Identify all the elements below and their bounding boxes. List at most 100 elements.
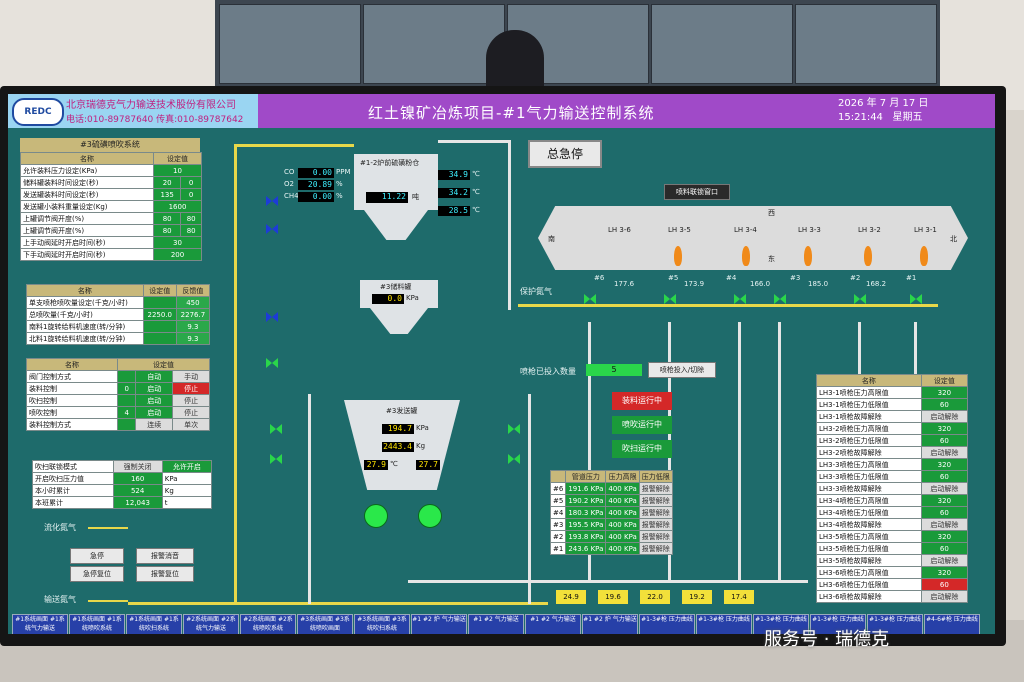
valve-icon[interactable] — [734, 294, 746, 304]
force-close-button[interactable]: 强制关闭 — [112, 460, 163, 473]
valve-icon[interactable] — [270, 454, 282, 464]
nav-button[interactable]: #1 #2 气力输送 — [525, 614, 581, 634]
valve-icon[interactable] — [266, 358, 278, 368]
nav-button[interactable]: #1-3#枪 压力曲线 — [867, 614, 923, 634]
continuous-button[interactable]: 连续 — [135, 418, 174, 431]
table-row[interactable]: LH3-4喷枪故障解除启动解除 — [816, 518, 969, 531]
feeding-interlock-button[interactable]: 喷料联锁窗口 — [664, 184, 730, 200]
alarm-clear-button[interactable]: 报警解除 — [638, 518, 673, 531]
main-gas-pipe — [234, 144, 237, 604]
table-row[interactable]: LH3-5喷枪故障解除启动解除 — [816, 554, 969, 567]
alarm-clear-button[interactable]: 报警解除 — [638, 482, 673, 495]
table-row[interactable]: 允许装料压力设定(KPa)10 — [20, 164, 202, 177]
stop-button[interactable]: 停止 — [172, 382, 210, 395]
table-row[interactable]: LH3-1喷枪故障解除启动解除 — [816, 410, 969, 423]
rotary-feeder-south[interactable] — [364, 504, 388, 528]
table-row[interactable]: 下手动阀延时开启时间(秒)200 — [20, 248, 202, 261]
valve-icon[interactable] — [270, 424, 282, 434]
table-row[interactable]: 南料1旋转给料机速度(转/分钟)9.3 — [26, 320, 211, 333]
company-name: 北京瑞德克气力输送技术股份有限公司 — [66, 100, 236, 111]
nav-button[interactable]: #1-3#枪 压力曲线 — [810, 614, 866, 634]
valve-icon[interactable] — [664, 294, 676, 304]
valve-icon[interactable] — [508, 454, 520, 464]
stop-button[interactable]: 停止 — [172, 394, 210, 407]
table-row[interactable]: LH3-2喷枪故障解除启动解除 — [816, 446, 969, 459]
alarm-clear-button[interactable]: 报警解除 — [638, 494, 673, 507]
table-row[interactable]: 北料1旋转给料机速度(转/分钟)9.3 — [26, 332, 211, 345]
emergency-stop-button[interactable]: 急停 — [70, 548, 124, 564]
table-row[interactable]: 发送罐小装料重量设定(Kg)1600 — [20, 200, 202, 213]
nav-button[interactable]: #1 #2 炉 气力输送 — [411, 614, 467, 634]
alarm-silence-button[interactable]: 报警消音 — [136, 548, 194, 564]
allow-open-button[interactable]: 允许开启 — [161, 460, 213, 473]
nav-button[interactable]: #4-6#枪 压力曲线 — [924, 614, 980, 634]
nav-button[interactable]: #1 #2 炉 气力输送 — [582, 614, 638, 634]
lance-toggle-button[interactable]: 喷枪投入/切除 — [648, 362, 716, 378]
nav-button[interactable]: #1-3#枪 压力曲线 — [696, 614, 752, 634]
loading-status: 装料运行中 — [612, 392, 672, 410]
emergency-stop-main-button[interactable]: 总急停 — [528, 140, 602, 168]
nav-button[interactable]: #3系统画面 #3系统喷吹画面 — [297, 614, 353, 634]
table-row[interactable]: 单支喷枪喷吹量设定(千克/小时)450 — [26, 296, 211, 309]
nav-button[interactable]: #1系统画面 #1系统喷吹系统 — [69, 614, 125, 634]
auto-button[interactable]: 自动 — [135, 370, 174, 383]
alarm-clear-button[interactable]: 报警解除 — [638, 506, 673, 519]
rotary-feeder-north[interactable] — [418, 504, 442, 528]
emergency-reset-button[interactable]: 急停复位 — [70, 566, 124, 582]
start-button[interactable]: 启动 — [135, 382, 174, 395]
manual-button[interactable]: 手动 — [172, 370, 210, 383]
stop-button[interactable]: 停止 — [172, 406, 210, 419]
start-button[interactable]: 启动 — [135, 406, 174, 419]
nav-button[interactable]: #2系统画面 #2系统喷吹系统 — [240, 614, 296, 634]
table-row[interactable]: 装料控制方式连续单次 — [25, 418, 210, 431]
table-row[interactable]: LH3-6喷枪故障解除启动解除 — [816, 590, 969, 603]
nav-button[interactable]: #3系统画面 #3系统吹扫系统 — [354, 614, 410, 634]
hmi-screen: REDC 北京瑞德克气力输送技术股份有限公司 电话:010-89787640 传… — [8, 94, 995, 634]
table-row[interactable]: 吹扫控制启动停止 — [25, 394, 210, 407]
valve-icon[interactable] — [266, 312, 278, 322]
valve-icon[interactable] — [854, 294, 866, 304]
valve-icon[interactable] — [508, 424, 520, 434]
alarm-reset-button[interactable]: 报警复位 — [136, 566, 194, 582]
alarm-clear-button[interactable]: 报警解除 — [638, 542, 673, 555]
table-row[interactable]: 上手动阀延时开启时间(秒)30 — [20, 236, 202, 249]
start-button[interactable]: 启动 — [135, 394, 174, 407]
single-button[interactable]: 单次 — [172, 418, 210, 431]
table-row[interactable]: 吹扫联锁模式强制关闭允许开启 — [32, 460, 213, 473]
nav-button[interactable]: #1系统画面 #1系统吹扫系统 — [126, 614, 182, 634]
nav-button[interactable]: #1 #2 气力输送 — [468, 614, 524, 634]
valve-icon[interactable] — [584, 294, 596, 304]
table-row[interactable]: LH3-3喷枪故障解除启动解除 — [816, 482, 969, 495]
valve-icon[interactable] — [266, 196, 278, 206]
nav-button[interactable]: #1-3#枪 压力曲线 — [639, 614, 695, 634]
valve-icon[interactable] — [266, 224, 278, 234]
storage-tank-name: #3储料罐 — [380, 283, 412, 291]
valve-icon[interactable] — [910, 294, 922, 304]
nav-button[interactable]: #2系统画面 #2系统气力输送 — [183, 614, 239, 634]
nav-button[interactable]: #1-3#枪 压力曲线 — [753, 614, 809, 634]
table-row[interactable]: 阀门控制方式自动手动 — [25, 370, 210, 383]
nav-button[interactable]: #1系统画面 #1系统气力输送 — [12, 614, 68, 634]
valve-icon[interactable] — [774, 294, 786, 304]
alarm-clear-button[interactable]: 报警解除 — [638, 530, 673, 543]
